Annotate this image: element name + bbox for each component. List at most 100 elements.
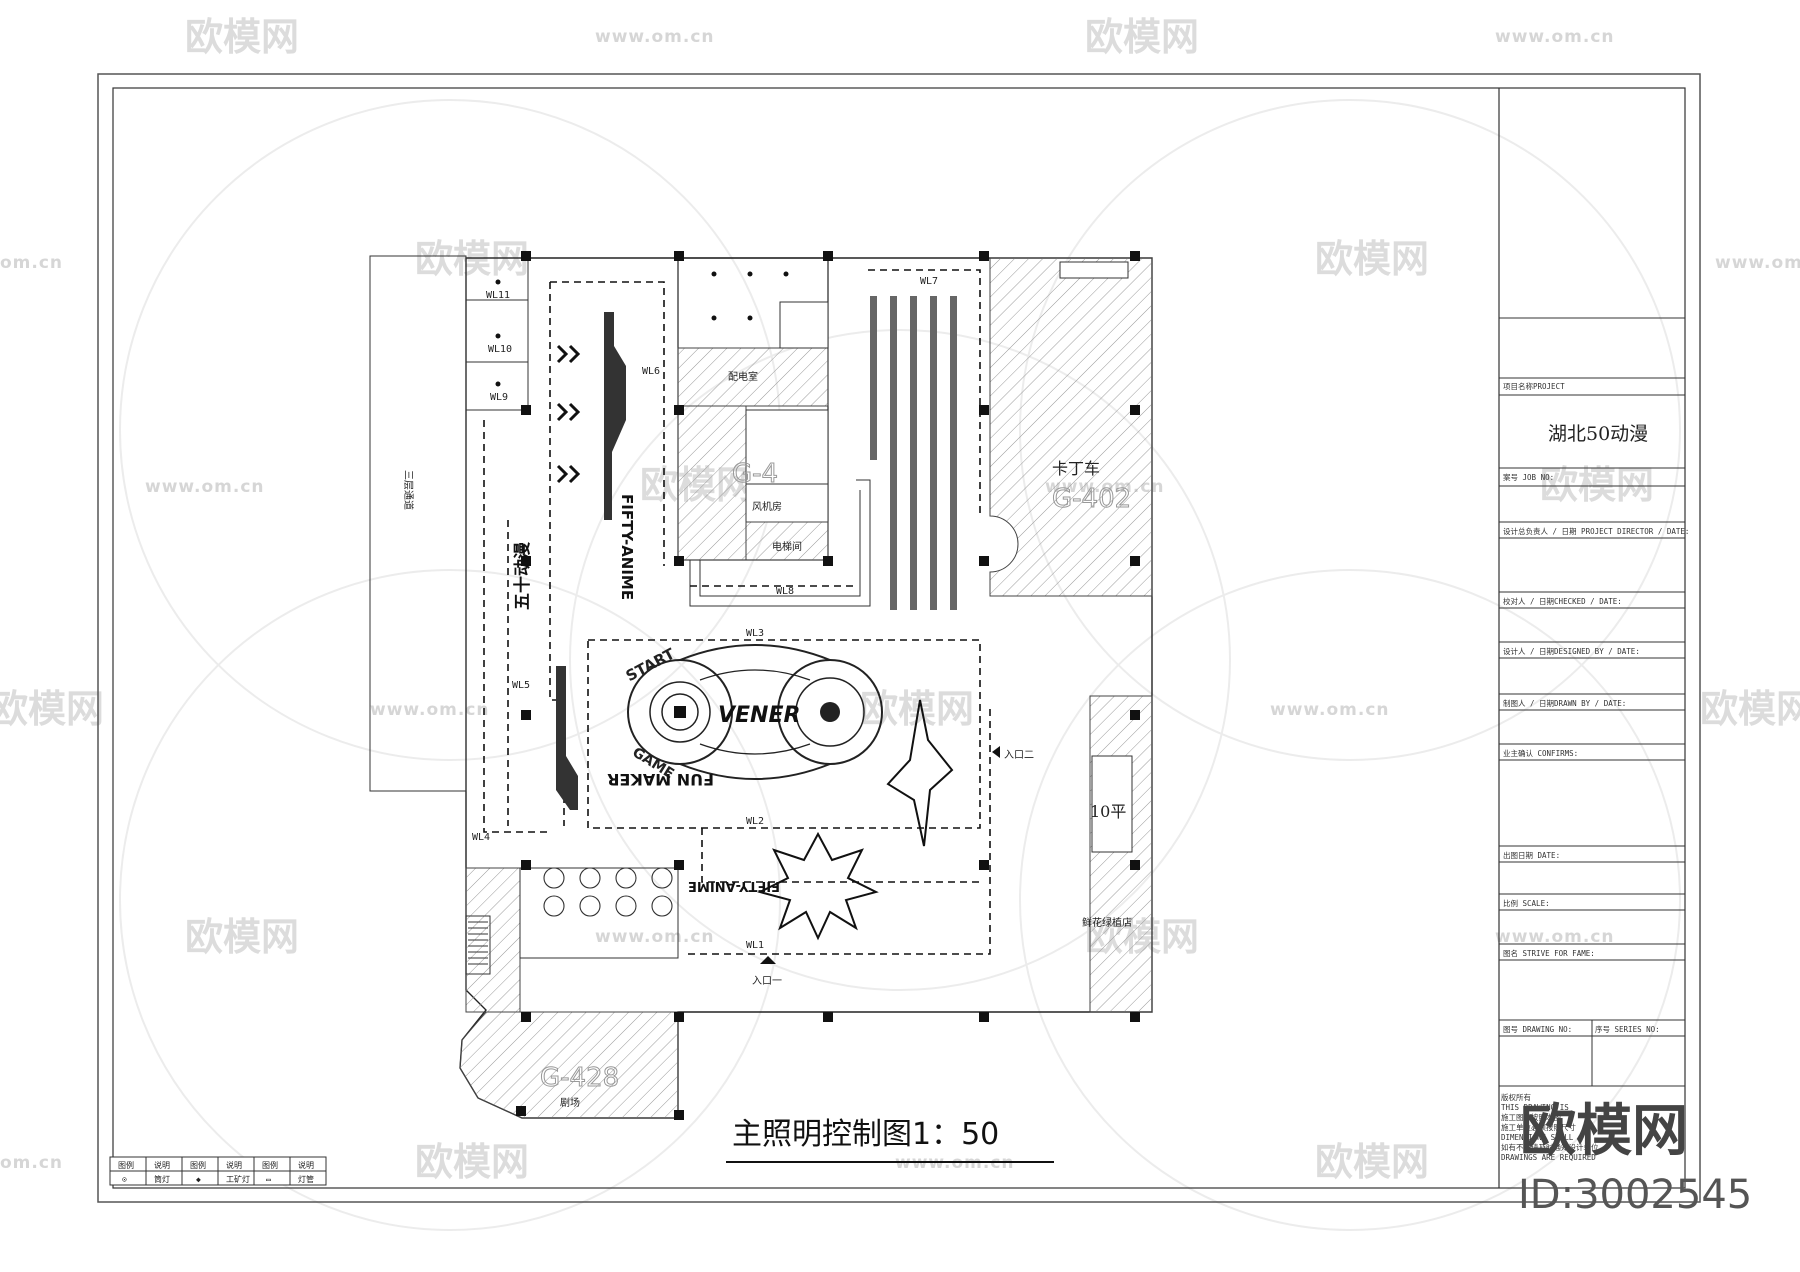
tb-drawing-name-label: 图名 STRIVE FOR FAME: (1503, 948, 1595, 958)
watermark-brand: 欧模网 (1315, 237, 1429, 281)
room-theatre: 剧场 (560, 1096, 580, 1109)
logo-vertical-text: FIFTY-ANIME (618, 494, 636, 600)
room-floor-label: 三层通道 (402, 470, 415, 510)
tb-job-no-label: 案号 JOB NO: (1503, 472, 1554, 482)
circuit-label-wl6: WL6 (642, 366, 660, 377)
room-flower-shop: 鲜花绿植店 (1082, 916, 1132, 929)
entrance-2-label: 入口二 (1004, 750, 1034, 761)
tb-project-name: 湖北50动漫 (1548, 423, 1648, 445)
legend-symbol: ▭ (266, 1175, 271, 1184)
entrance-arrow-icon (992, 746, 1000, 758)
legend-symbol: ◆ (196, 1175, 201, 1184)
drawing-title: 主照明控制图1：50 (732, 1117, 999, 1152)
karting-area (989, 257, 1153, 597)
entrance-markers: 入口一 入口二 (752, 746, 1034, 987)
logo-start-text: START (623, 644, 679, 685)
logo-burst-text: FIFTY-ANIME (688, 878, 780, 893)
watermark-url: www.om.cn (1495, 27, 1615, 47)
room-fan: 风机房 (752, 500, 782, 513)
watermark-brand: 欧模网 (415, 1140, 529, 1184)
circuit-label-wl1: WL1 (746, 940, 764, 951)
room-elevator: 电梯间 (772, 540, 802, 553)
circuit-label-wl8: WL8 (776, 586, 794, 597)
watermark-url: www.om.cn (595, 27, 715, 47)
watermark-url: www.om.cn (1270, 700, 1390, 720)
circuit-label-wl9: WL9 (490, 392, 508, 403)
tb-copyright-line: 施工单位必须按照尺寸 (1501, 1122, 1576, 1132)
tb-date-label: 出图日期 DATE: (1503, 850, 1560, 860)
circuit-label-wl4: WL4 (472, 832, 490, 843)
circuit-label-wl11: WL11 (486, 290, 510, 301)
tb-copyright-line: 施工图须按照本图 (1501, 1112, 1561, 1122)
watermark-brand: 欧模网 (1700, 687, 1800, 731)
legend-symbol: ⊙ (122, 1175, 127, 1184)
watermark-brand: 欧模网 (860, 687, 974, 731)
inner-frame (112, 87, 1686, 1189)
legend-header: 图例 (118, 1160, 134, 1170)
watermark-url: www.om.cn (595, 927, 715, 947)
circuit-label-wl3: WL3 (746, 628, 764, 639)
watermark-brand-group: 欧模网 欧模网 欧模网 欧模网 欧模网 欧模网 欧模网 欧模网 欧模网 欧模网 … (0, 15, 1800, 1184)
legend-header: 图例 (262, 1160, 278, 1170)
watermark-brand: 欧模网 (0, 687, 104, 731)
starburst-graphic (757, 699, 954, 941)
brand-stamp: 欧模网 (1520, 1099, 1688, 1164)
tb-copyright-line: 如有不符请及时通知设计单位 (1501, 1142, 1599, 1152)
legend-header: 说明 (298, 1160, 314, 1170)
circuit-label-wl2: WL2 (746, 816, 764, 827)
logo-vertical-cn-text: 五十动漫 (512, 541, 533, 610)
outer-frame (97, 73, 1701, 1203)
entrance-1-label: 入口一 (752, 976, 782, 987)
watermark-brand: 欧模网 (415, 237, 529, 281)
seating (543, 867, 673, 917)
watermark-url: www.om.cn (370, 700, 490, 720)
floor-logo: VENER START GAME FUN MAKER (607, 644, 883, 789)
room-karting-code: G-402 (1052, 484, 1131, 514)
room-theatre-code: G-428 (540, 1063, 619, 1093)
theatre-area (459, 1011, 679, 1119)
tb-copyright-line: 版权所有 (1501, 1092, 1531, 1102)
tb-series-no-label: 序号 SERIES NO: (1595, 1024, 1660, 1034)
chevron-icon-group (556, 344, 581, 484)
watermark-brand: 欧模网 (185, 15, 299, 59)
entrance-arrow-icon (760, 956, 776, 964)
watermark-brand: 欧模网 (1085, 15, 1199, 59)
watermark-url: om.cn (0, 253, 63, 273)
watermark-brand: 欧模网 (1315, 1140, 1429, 1184)
floor-plan: 三层通道 卡丁车 G-402 10平 鲜花绿植店 配电室 风机房 电梯间 G-4… (369, 251, 1153, 1120)
watermark-url: www.om.cn (1715, 253, 1800, 273)
circuit-label-wl5: WL5 (512, 680, 530, 691)
tb-scale-label: 比例 SCALE: (1503, 898, 1550, 908)
title-block: 项目名称PROJECT 湖北50动漫 案号 JOB NO: 设计总负责人 / 日… (1498, 88, 1689, 1188)
legend-header: 说明 (154, 1160, 170, 1170)
circuit-label-wl10: WL10 (488, 344, 512, 355)
room-karting-name: 卡丁车 (1052, 459, 1100, 478)
track-stripes (870, 296, 957, 610)
watermark-arcs (119, 99, 1681, 1231)
legend-table: 图例 说明 图例 说明 图例 说明 ⊙ 筒灯 ◆ 工矿灯 ▭ 灯管 (109, 1156, 327, 1186)
legend-header: 说明 (226, 1160, 242, 1170)
watermark-url: www.om.cn (145, 477, 265, 497)
vertical-logo: FIFTY-ANIME 五十动漫 (512, 312, 636, 810)
room-area-10: 10平 (1090, 802, 1126, 821)
tb-designed-label: 设计人 / 日期DESIGNED BY / DATE: (1503, 646, 1640, 656)
room-control: 配电室 (728, 370, 758, 383)
tb-copyright-line: DRAWINGS ARE REQUIRED (1501, 1153, 1596, 1162)
id-stamp: ID:3002545 (1518, 1172, 1752, 1218)
legend-desc: 灯管 (298, 1174, 314, 1184)
watermark-url: www.om.cn (1495, 927, 1615, 947)
tb-copyright-line: DIMENSIONS SHALL (1501, 1133, 1574, 1142)
flower-shop-area (1089, 695, 1153, 1013)
tb-drawn-label: 制图人 / 日期DRAWN BY / DATE: (1503, 698, 1626, 708)
fixtures (495, 271, 789, 387)
legend-desc: 工矿灯 (226, 1174, 250, 1184)
tb-confirm-label: 业主确认 CONFIRMS: (1503, 748, 1578, 758)
tb-drawing-no-label: 图号 DRAWING NO: (1503, 1025, 1572, 1034)
watermark-url: om.cn (0, 1153, 63, 1173)
room-code-mid: G-4 (732, 459, 778, 489)
watermark-brand: 欧模网 (1540, 463, 1654, 507)
logo-center-text: VENER (718, 703, 800, 728)
watermark-brand: 欧模网 (185, 915, 299, 959)
tb-director-label: 设计总负责人 / 日期 PROJECT DIRECTOR / DATE: (1503, 526, 1689, 536)
circuit-label-wl7: WL7 (920, 276, 938, 287)
